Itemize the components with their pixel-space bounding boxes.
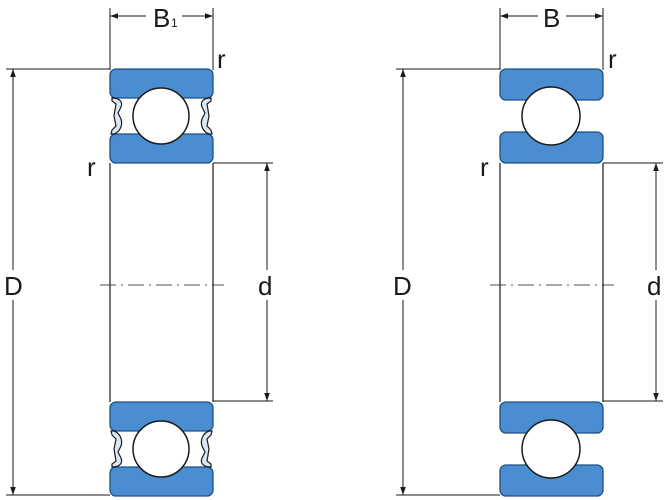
- left-radius-label-side: r: [87, 152, 96, 182]
- left-top-section: [109, 68, 214, 164]
- right-bearing-drawing: B D d r r: [392, 2, 665, 497]
- right-bottom-section: [499, 401, 604, 497]
- left-bottom-section: [109, 401, 214, 497]
- left-radius-label-top: r: [217, 44, 226, 74]
- left-body-outline: [109, 163, 214, 402]
- left-outer-diameter-label: D: [4, 271, 23, 301]
- left-bearing-drawing: B 1 D d r r: [3, 2, 278, 497]
- left-bottom-shields: [110, 430, 213, 468]
- right-bottom-ball: [521, 419, 581, 479]
- left-bottom-ball: [132, 420, 190, 478]
- left-width-label: B: [153, 3, 170, 33]
- right-radius-label-side: r: [480, 152, 489, 182]
- left-top-ball: [132, 87, 190, 145]
- right-radius-label-top: r: [608, 44, 617, 74]
- left-width-subscript: 1: [171, 16, 178, 30]
- right-outer-diameter-label: D: [393, 271, 412, 301]
- right-body-outline: [499, 163, 604, 402]
- left-bore-diameter-label: d: [258, 271, 272, 301]
- right-width-label: B: [543, 3, 560, 33]
- right-bore-diameter-label: d: [647, 271, 661, 301]
- right-top-section: [499, 68, 604, 164]
- right-top-ball: [521, 86, 581, 146]
- left-top-shields: [110, 97, 213, 135]
